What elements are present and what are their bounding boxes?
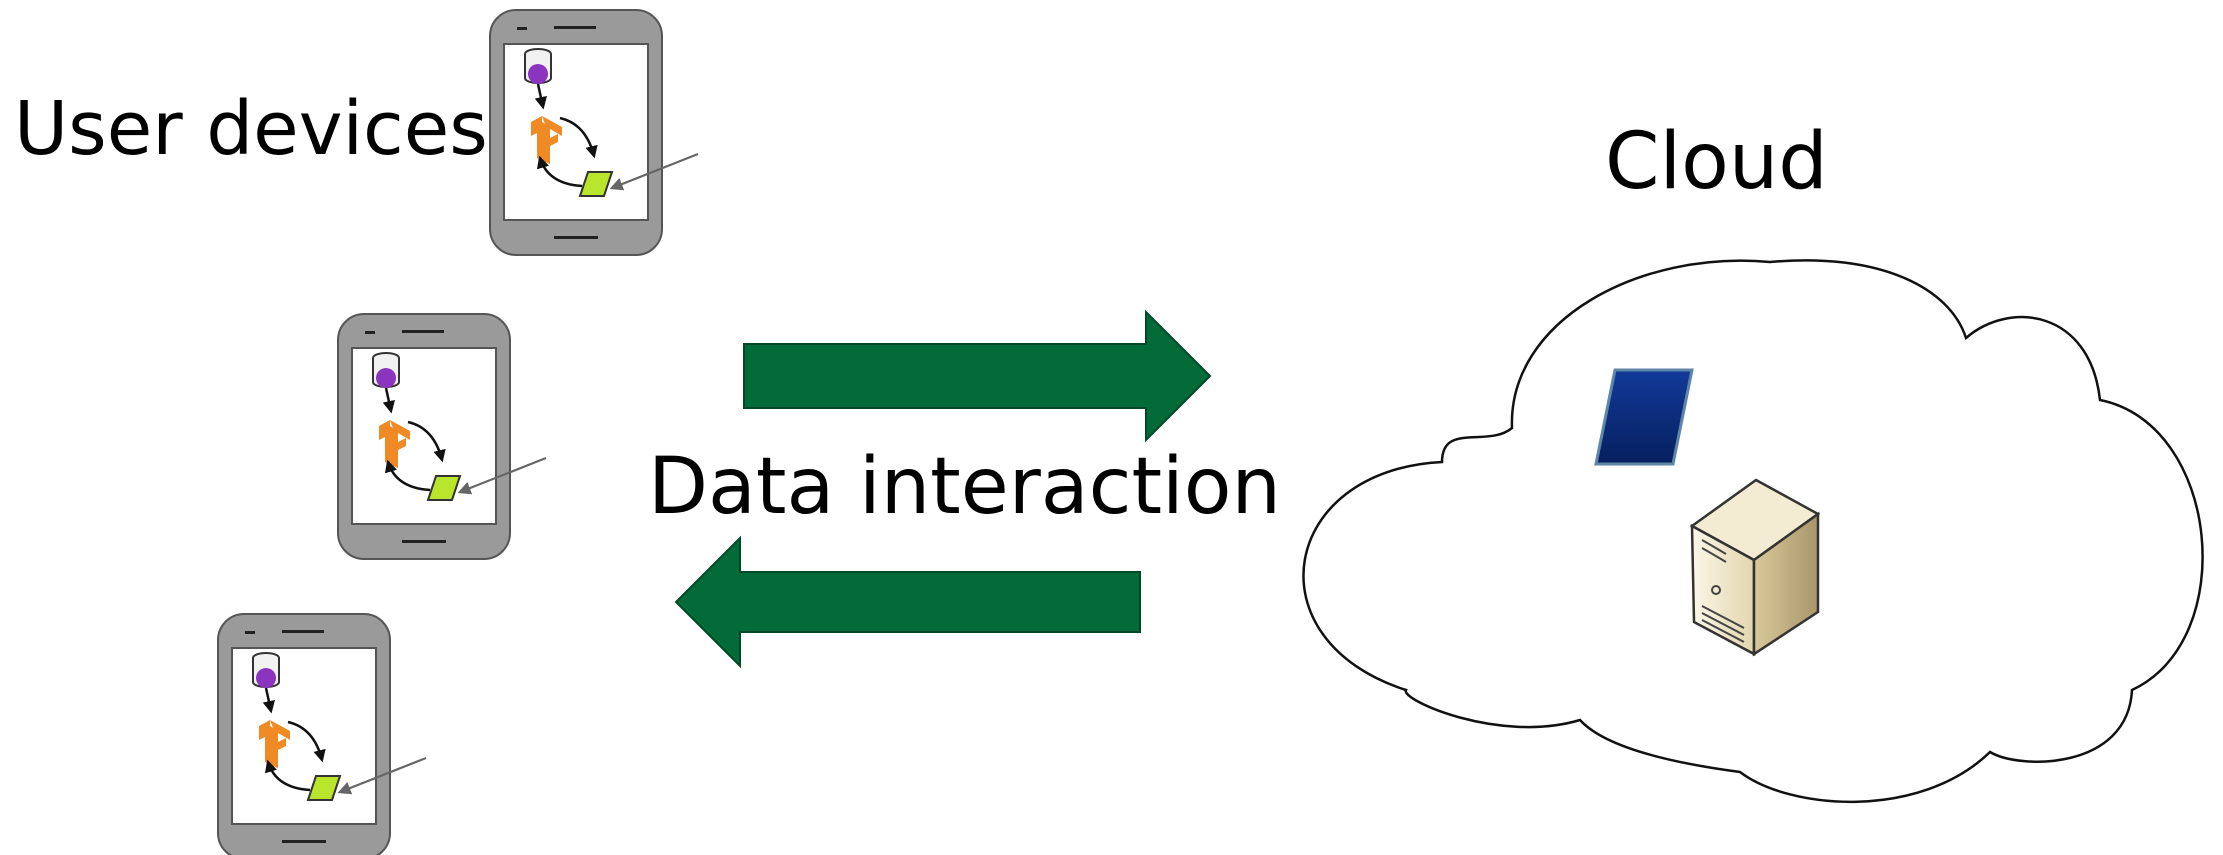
cloud-label: Cloud xyxy=(1605,117,1828,207)
user-device-3 xyxy=(218,614,426,855)
user-devices-label: User devices xyxy=(14,86,488,172)
download-arrow xyxy=(674,535,1141,669)
data-interaction-label: Data interaction xyxy=(648,442,1281,532)
upload-arrow xyxy=(743,309,1212,443)
server-tower-icon xyxy=(1689,478,1821,657)
user-device-1 xyxy=(490,10,698,255)
user-device-2 xyxy=(338,314,546,559)
global-parameter-parallelogram-icon xyxy=(1594,368,1694,466)
